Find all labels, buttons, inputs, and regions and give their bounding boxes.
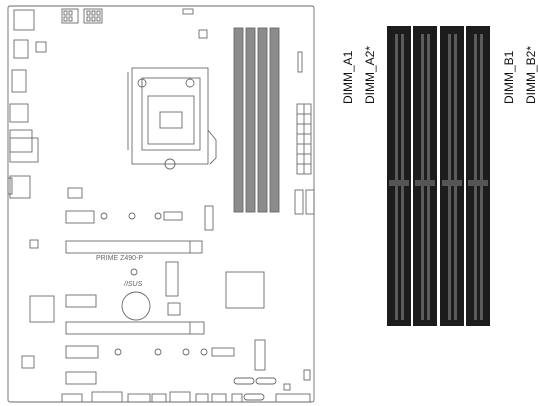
dimm-slot-b2 <box>466 26 490 326</box>
board-model-label: PRIME Z490-P <box>96 255 143 262</box>
board-dimm-a1 <box>233 27 244 213</box>
pcie-x1-slot <box>165 261 179 297</box>
m2-slot-top <box>65 210 95 224</box>
cpu-power-connectors <box>61 8 103 24</box>
brand-logo: /ISUS <box>123 281 143 288</box>
header-right <box>297 51 303 73</box>
board-dimm-b1 <box>257 27 268 213</box>
atx-power-connector <box>296 103 312 175</box>
standoff-2 <box>128 212 136 220</box>
standoff-5 <box>154 348 162 356</box>
small-chip <box>67 187 83 199</box>
pcie-x1-slot-2 <box>65 371 97 385</box>
tall-connector <box>254 339 266 371</box>
chip-left <box>29 295 55 323</box>
m2-slot-mid <box>65 294 97 308</box>
dimm-slot-a2 <box>413 26 437 326</box>
dimm-label-a2: DIMM_A2* <box>363 46 377 104</box>
cpu-socket <box>127 67 217 170</box>
standoff-7 <box>200 348 208 356</box>
dimm-label-b1: DIMM_B1 <box>502 50 516 104</box>
cmos-battery <box>121 291 151 321</box>
standoff-4 <box>114 348 122 356</box>
board-dimm-b2 <box>269 27 280 213</box>
pcie-x16-slot-1 <box>65 240 203 254</box>
board-dimm-slots <box>233 27 280 213</box>
standoff-1 <box>100 212 108 220</box>
motherboard <box>7 5 315 403</box>
board-dimm-a2 <box>245 27 256 213</box>
small-component <box>198 29 208 39</box>
rear-io-panel <box>7 9 47 249</box>
header-mid <box>163 211 183 221</box>
logo-circle <box>130 268 138 276</box>
bottom-headers <box>61 369 311 403</box>
dimm-label-a1: DIMM_A1 <box>341 50 355 104</box>
dimm-detail-slots <box>387 26 490 326</box>
header-bottom-mid <box>211 347 235 357</box>
small-header <box>167 302 181 316</box>
chipset-heatsink <box>225 271 265 309</box>
sata-connectors <box>294 189 315 215</box>
standoff-3 <box>154 212 162 220</box>
dimm-label-b2: DIMM_B2* <box>524 46 538 104</box>
m2-slot-bottom <box>65 345 99 359</box>
dimm-slot-a1 <box>387 26 411 326</box>
fan-header-top <box>182 8 194 15</box>
pcie-x16-slot-2 <box>65 321 205 335</box>
standoff-6 <box>182 348 190 356</box>
board-outline <box>7 5 315 403</box>
dimm-slot-b1 <box>440 26 464 326</box>
vertical-connector <box>204 205 214 231</box>
bottom-left-box <box>21 355 35 369</box>
